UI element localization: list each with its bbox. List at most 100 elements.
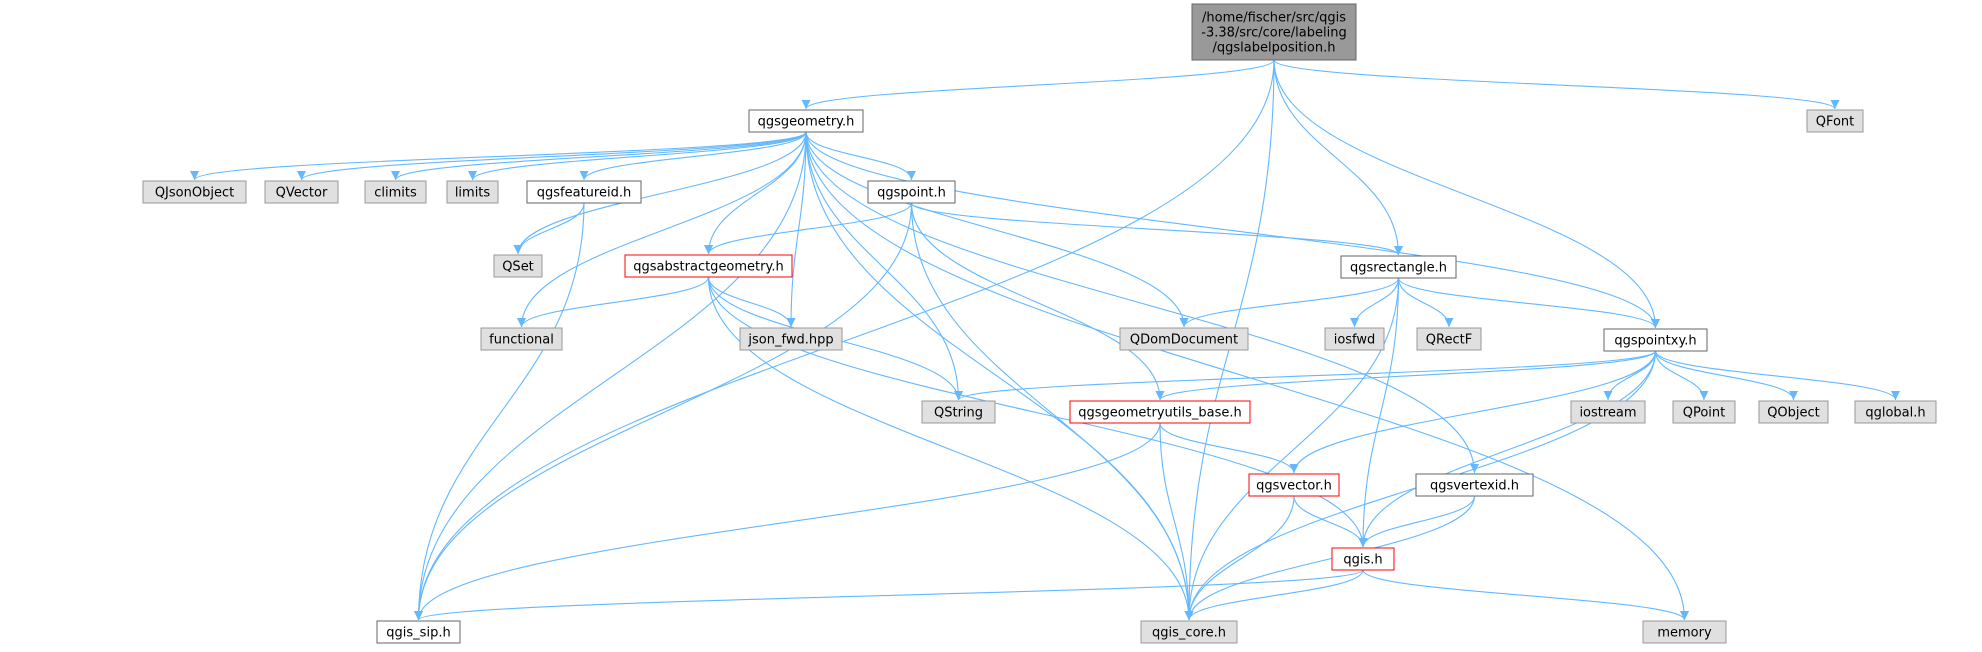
edge-qgsgeometry-to-qgsfeatureid — [579, 131, 807, 181]
node-label-qgspoint: qgspoint.h — [877, 186, 946, 201]
node-qgspoint[interactable]: qgspoint.h — [867, 180, 956, 204]
node-box-qgsabstractgeometry — [624, 254, 793, 278]
node-qgsvector[interactable]: qgsvector.h — [1248, 473, 1340, 497]
node-qvector: QVector — [264, 180, 339, 204]
edge-qgsrectangle-to-qdomdocument — [1179, 277, 1400, 328]
node-qjsonobject: QJsonObject — [142, 180, 247, 204]
edge-qgsgeometryutils_base-to-qgis_sip — [414, 422, 1161, 621]
node-label-root: /qgslabelposition.h — [1213, 41, 1336, 56]
node-label-climits: climits — [374, 186, 417, 201]
edge-qgsfeatureid-to-qset — [513, 202, 585, 255]
node-label-qstring: QString — [934, 406, 983, 421]
edge-qgsvertexid-to-qgis — [1358, 495, 1476, 548]
node-qstring: QString — [921, 400, 996, 424]
node-qgspointxy[interactable]: qgspointxy.h — [1603, 328, 1708, 352]
node-box-qgsrectangle — [1340, 255, 1457, 279]
node-qpoint: QPoint — [1672, 400, 1736, 424]
node-box-qobject — [1758, 400, 1829, 424]
edge-qgsgeometry-to-qvector — [297, 131, 807, 181]
node-qgsvertexid[interactable]: qgsvertexid.h — [1415, 473, 1534, 497]
node-box-qpoint — [1672, 400, 1736, 424]
node-qfont: QFont — [1806, 109, 1864, 133]
node-label-iostream: iostream — [1579, 406, 1636, 421]
node-box-json_fwd — [739, 327, 843, 351]
node-qgsfeatureid[interactable]: qgsfeatureid.h — [526, 180, 642, 204]
node-qgis_sip[interactable]: qgis_sip.h — [376, 620, 461, 644]
node-limits: limits — [446, 180, 499, 204]
edge-qgspoint-to-qgis_sip — [414, 202, 913, 621]
edge-root-to-qgis_sip — [414, 59, 1275, 621]
edge-qgsgeometryutils_base-to-qgsvector — [1159, 422, 1299, 474]
edge-qgsgeometry-to-qset — [513, 131, 807, 255]
node-root[interactable]: /home/fischer/src/qgis-3.38/src/core/lab… — [1191, 3, 1357, 61]
node-label-iosfwd: iosfwd — [1334, 333, 1376, 348]
node-label-qfont: QFont — [1816, 115, 1855, 130]
edge-qgsgeometry-to-memory — [805, 131, 1689, 621]
edge-qgis-to-qgis_sip — [414, 569, 1364, 621]
node-qgsgeometry[interactable]: qgsgeometry.h — [748, 109, 864, 133]
edge-qgspointxy-to-qgis — [1358, 350, 1657, 548]
node-label-json_fwd: json_fwd.hpp — [747, 333, 833, 348]
edge-qgsgeometry-to-qgsabstractgeometry — [704, 131, 807, 255]
edge-qgsfeatureid-to-qgis_sip — [414, 202, 585, 621]
node-label-qgspointxy: qgspointxy.h — [1614, 334, 1696, 349]
node-box-qjsonobject — [142, 180, 247, 204]
node-box-functional — [480, 327, 563, 351]
edge-qgsgeometry-to-qgspointxy — [805, 131, 1660, 329]
node-qgsabstractgeometry[interactable]: qgsabstractgeometry.h — [624, 254, 793, 278]
node-qset: QSet — [493, 254, 543, 278]
node-box-qfont — [1806, 109, 1864, 133]
node-label-qgsvector: qgsvector.h — [1256, 479, 1332, 494]
node-box-qgis_sip — [376, 620, 461, 644]
edge-qgspointxy-to-qglobal — [1654, 350, 1900, 401]
edge-qgspointxy-to-qgsvector — [1289, 350, 1657, 474]
node-json_fwd: json_fwd.hpp — [739, 327, 843, 351]
edge-qgsgeometry-to-functional — [517, 131, 807, 328]
edge-qgsrectangle-to-qgspointxy — [1397, 277, 1660, 329]
node-box-qgsfeatureid — [526, 180, 642, 204]
edge-qgsabstractgeometry-to-functional — [517, 276, 710, 328]
node-box-qvector — [264, 180, 339, 204]
node-box-qgspoint — [867, 180, 956, 204]
node-box-qset — [493, 254, 543, 278]
edge-qgspoint-to-qgsabstractgeometry — [704, 202, 913, 255]
node-label-limits: limits — [455, 186, 491, 201]
node-label-qgsfeatureid: qgsfeatureid.h — [537, 186, 631, 201]
node-qdomdocument: QDomDocument — [1119, 327, 1249, 351]
edge-root-to-qgspointxy — [1273, 59, 1660, 329]
node-box-root — [1191, 3, 1357, 61]
edge-qgsgeometry-to-climits — [391, 131, 807, 181]
node-box-qgsgeometryutils_base — [1069, 400, 1251, 424]
edge-qgsgeometry-to-qdomdocument — [805, 131, 1189, 328]
node-label-root: -3.38/src/core/labeling — [1201, 26, 1346, 41]
node-iostream: iostream — [1570, 400, 1646, 424]
node-box-qrectf — [1416, 327, 1482, 351]
edge-qgsabstractgeometry-to-json_fwd — [707, 276, 796, 328]
node-label-qgis: qgis.h — [1343, 553, 1382, 568]
node-qgsrectangle[interactable]: qgsrectangle.h — [1340, 255, 1457, 279]
node-box-memory — [1642, 620, 1727, 644]
node-label-qvector: QVector — [276, 186, 328, 201]
edge-qgsgeometry-to-qgis_sip — [414, 131, 807, 621]
edge-qgsabstractgeometry-to-qgis_core — [707, 276, 1194, 621]
edges-layer — [190, 59, 1900, 621]
node-label-qrectf: QRectF — [1426, 333, 1472, 348]
node-label-qdomdocument: QDomDocument — [1130, 333, 1238, 348]
node-label-qgsvertexid: qgsvertexid.h — [1430, 479, 1519, 494]
node-label-qglobal: qglobal.h — [1865, 406, 1925, 421]
node-label-qgsgeometry: qgsgeometry.h — [758, 115, 855, 130]
node-box-limits — [446, 180, 499, 204]
edge-qgsrectangle-to-qgis — [1358, 277, 1400, 548]
edge-qgsgeometry-to-qstring — [805, 131, 963, 401]
node-label-memory: memory — [1657, 626, 1712, 641]
edge-qgspointxy-to-qobject — [1654, 350, 1798, 401]
edge-qgsgeometry-to-limits — [468, 131, 807, 181]
node-qgsgeometryutils_base[interactable]: qgsgeometryutils_base.h — [1069, 400, 1251, 424]
node-box-iosfwd — [1324, 327, 1385, 351]
node-functional: functional — [480, 327, 563, 351]
node-box-qstring — [921, 400, 996, 424]
node-label-qjsonobject: QJsonObject — [155, 186, 234, 201]
edge-qgsrectangle-to-qrectf — [1397, 277, 1454, 328]
node-qgis[interactable]: qgis.h — [1331, 547, 1395, 571]
